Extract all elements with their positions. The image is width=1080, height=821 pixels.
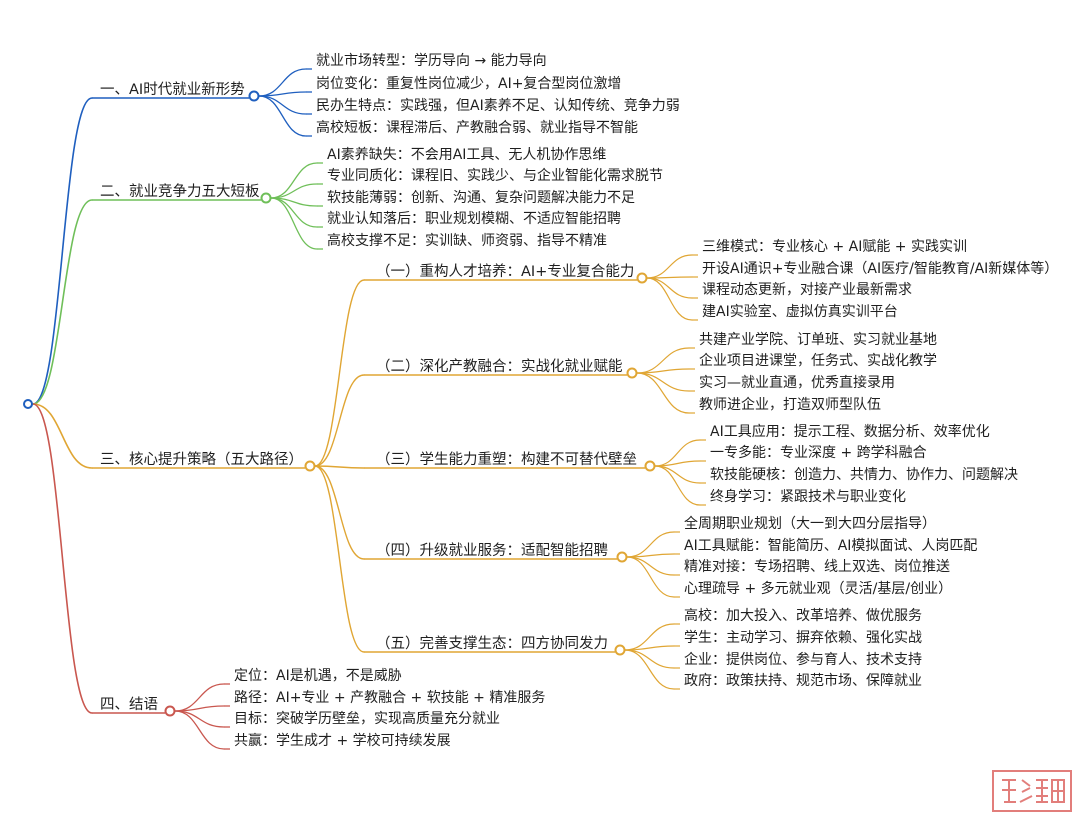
leaf-sub-3-3: 心理疏导 + 多元就业观（灵活/基层/创业）	[684, 581, 953, 597]
connector-s2-leaf-4	[270, 197, 318, 250]
leaf-sub-1-3: 教师进企业，打造双师型队伍	[699, 397, 881, 413]
connector-sub-1-leaf-2	[636, 372, 690, 392]
connector-s3-sub-1	[314, 374, 365, 467]
leaf-s1-1: 岗位变化：重复性岗位减少，AI+复合型岗位激增	[316, 76, 622, 92]
leaf-s2-2: 软技能薄弱：创新、沟通、复杂问题解决能力不足	[327, 190, 635, 206]
connector-sub-3-leaf-2	[626, 556, 675, 576]
subsection-node-2[interactable]	[644, 460, 656, 472]
connector-sub-0-leaf-3	[646, 277, 693, 321]
leaf-sub-0-1: 开设AI通识+专业融合课（AI医疗/智能教育/AI新媒体等）	[702, 261, 1059, 277]
subsection-title-2: （三）学生能力重塑：构建不可替代壁垒	[376, 452, 637, 468]
connector-sub-1-leaf-3	[636, 372, 690, 414]
leaf-sub-0-3: 建AI实验室、虚拟仿真实训平台	[702, 304, 898, 320]
connector-s3-sub-3	[314, 465, 365, 560]
subsection-title-4: （五）完善支撑生态：四方协同发力	[376, 636, 608, 652]
leaf-s4-3: 共赢：学生成才 + 学校可持续发展	[234, 733, 451, 749]
leaf-sub-3-2: 精准对接：专场招聘、线上双选、岗位推送	[684, 559, 950, 575]
section-node-s3[interactable]	[304, 460, 316, 472]
subsection-node-0[interactable]	[636, 272, 648, 284]
connector-s4-leaf-3	[174, 710, 225, 750]
leaf-sub-4-2: 企业：提供岗位、参与育人、技术支持	[684, 652, 922, 668]
connector-sub-4-leaf-1	[624, 645, 675, 651]
connector-sub-2-leaf-2	[654, 465, 701, 484]
connector-s3-sub-0	[314, 279, 365, 467]
leaf-s2-1: 专业同质化：课程旧、实践少、与企业智能化需求脱节	[327, 168, 663, 184]
leaf-sub-2-0: AI工具应用：提示工程、数据分析、效率优化	[710, 424, 990, 440]
connector-s1-leaf-1	[258, 91, 307, 97]
subsection-node-4[interactable]	[614, 644, 626, 656]
subsection-node-1[interactable]	[626, 367, 638, 379]
leaf-sub-4-3: 政府：政策扶持、规范市场、保障就业	[684, 673, 922, 689]
connector-root-s3	[32, 403, 93, 469]
connector-sub-3-leaf-3	[626, 556, 675, 598]
seal-stamp	[992, 770, 1072, 812]
connector-sub-3-leaf-0	[626, 531, 675, 558]
leaf-s2-0: AI素养缺失：不会用AI工具、无人机协作思维	[327, 147, 607, 163]
leaf-sub-0-0: 三维模式：专业核心 + AI赋能 + 实践实训	[702, 239, 967, 255]
leaf-s4-1: 路径：AI+专业 + 产教融合 + 软技能 + 精准服务	[234, 690, 546, 706]
leaf-sub-2-2: 软技能硬核：创造力、共情力、协作力、问题解决	[710, 467, 1018, 483]
connector-sub-2-leaf-0	[654, 439, 701, 467]
connector-s4-leaf-1	[174, 705, 225, 712]
connector-s3-sub-2	[314, 465, 365, 469]
section-title-s4: 四、结语	[100, 697, 158, 713]
leaf-sub-2-1: 一专多能：专业深度 + 跨学科融合	[710, 445, 927, 461]
section-node-s1[interactable]	[248, 90, 260, 102]
connector-sub-4-leaf-0	[624, 623, 675, 651]
leaf-sub-2-3: 终身学习：紧跟技术与职业变化	[710, 489, 906, 505]
leaf-sub-4-0: 高校：加大投入、改革培养、做优服务	[684, 608, 922, 624]
leaf-s2-4: 高校支撑不足：实训缺、师资弱、指导不精准	[327, 233, 607, 249]
section-node-s4[interactable]	[164, 705, 176, 717]
section-title-s2: 二、就业竞争力五大短板	[100, 184, 260, 200]
connector-s4-leaf-0	[174, 683, 225, 712]
root-node[interactable]	[23, 399, 33, 409]
section-title-s1: 一、AI时代就业新形势	[100, 82, 245, 98]
connector-s2-leaf-1	[270, 183, 318, 199]
leaf-sub-3-0: 全周期职业规划（大一到大四分层指导）	[684, 516, 936, 532]
leaf-sub-1-1: 企业项目进课堂，任务式、实战化教学	[699, 353, 937, 369]
connector-sub-2-leaf-3	[654, 465, 701, 506]
leaf-s4-2: 目标：突破学历壁垒，实现高质量充分就业	[234, 711, 500, 727]
subsection-title-3: （四）升级就业服务：适配智能招聘	[376, 543, 608, 559]
connector-s2-leaf-0	[270, 162, 318, 199]
connector-root-s1	[32, 97, 93, 405]
connector-sub-2-leaf-1	[654, 460, 701, 467]
leaf-s4-0: 定位：AI是机遇，不是威胁	[234, 668, 402, 684]
connector-sub-0-leaf-0	[646, 254, 693, 279]
leaf-sub-1-2: 实习—就业直通，优秀直接录用	[699, 375, 895, 391]
connector-root-s2	[32, 199, 93, 405]
connector-sub-4-leaf-2	[624, 649, 675, 669]
subsection-title-0: （一）重构人才培养：AI+专业复合能力	[376, 264, 635, 280]
leaf-sub-4-1: 学生：主动学习、摒弃依赖、强化实战	[684, 630, 922, 646]
connector-s4-leaf-2	[174, 710, 225, 728]
leaf-s2-3: 就业认知落后：职业规划模糊、不适应智能招聘	[327, 211, 621, 227]
section-node-s2[interactable]	[260, 192, 272, 204]
connector-sub-1-leaf-1	[636, 368, 690, 374]
connector-s1-leaf-3	[258, 95, 307, 137]
leaf-s1-3: 高校短板：课程滞后、产教融合弱、就业指导不智能	[316, 120, 638, 136]
connector-sub-0-leaf-2	[646, 277, 693, 299]
connector-s3-sub-4	[314, 465, 365, 653]
subsection-node-3[interactable]	[616, 551, 628, 563]
leaf-s1-2: 民办生特点：实践强，但AI素养不足、认知传统、竞争力弱	[316, 98, 680, 114]
connector-root-s4	[32, 403, 93, 714]
subsection-title-1: （二）深化产教融合：实战化就业赋能	[376, 359, 623, 375]
leaf-sub-0-2: 课程动态更新，对接产业最新需求	[702, 282, 912, 298]
connector-sub-4-leaf-3	[624, 649, 675, 690]
section-title-s3: 三、核心提升策略（五大路径）	[100, 452, 303, 468]
connector-s1-leaf-2	[258, 95, 307, 115]
leaf-sub-1-0: 共建产业学院、订单班、实习就业基地	[699, 332, 937, 348]
leaf-s1-0: 就业市场转型：学历导向 → 能力导向	[316, 53, 547, 69]
leaf-sub-3-1: AI工具赋能：智能简历、AI模拟面试、人岗匹配	[684, 538, 978, 554]
